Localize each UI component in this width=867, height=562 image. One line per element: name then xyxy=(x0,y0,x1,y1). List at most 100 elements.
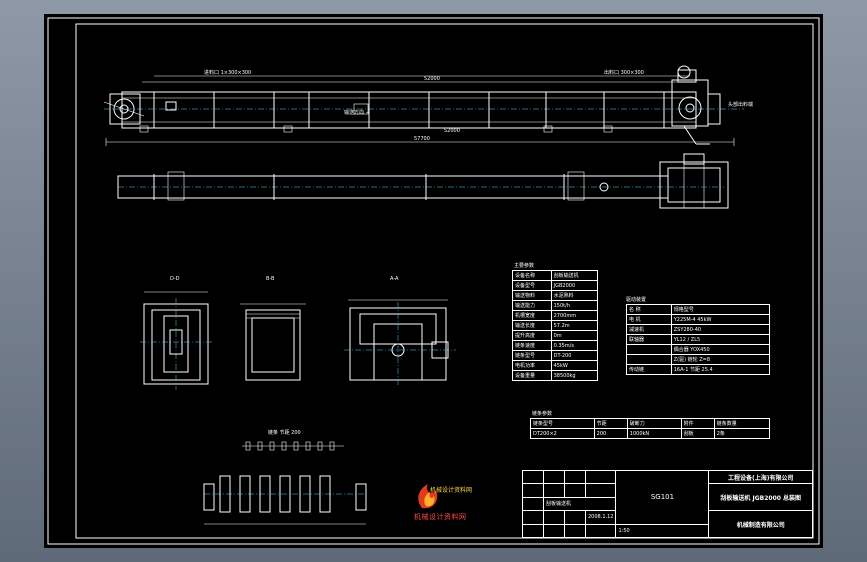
params-table-cell: 2700mm xyxy=(550,310,599,321)
chain-table-cell: 链条数量 xyxy=(713,418,771,429)
params-table-row: 输送物料水泥熟料 xyxy=(512,290,599,301)
params-table-cell: 0m xyxy=(550,330,599,341)
chain-table-cell: 附件 xyxy=(680,418,715,429)
section-a: A-A xyxy=(344,276,456,386)
params-table-cell: 设备重量 xyxy=(512,370,552,381)
project-name: 刮板输送机 JGB2000 总装图 xyxy=(708,483,813,512)
drive-table-cell: ZSY280-40 xyxy=(670,324,771,335)
company-logo: 机械设计资料网 机械设计资料网 xyxy=(414,484,472,521)
params-table-cell: DT-200 xyxy=(550,350,599,361)
params-table-cell: 水泥熟料 xyxy=(550,290,599,301)
section-b-title: B-B xyxy=(266,276,275,282)
section-a-title: A-A xyxy=(390,276,399,282)
dim-mid: 52000 xyxy=(444,128,460,134)
drive-table-cell: 传动链 xyxy=(626,364,672,375)
chain-table-cell: DT200×2 xyxy=(530,428,595,439)
section-d-title: D-D xyxy=(170,276,180,282)
params-table-cell: 设备名称 xyxy=(512,270,552,281)
params-table-cell: 0.35m/s xyxy=(550,340,599,351)
drive-table-cell: YL12 / ZL5 xyxy=(670,334,771,345)
title-scale: 1:50 xyxy=(615,523,710,539)
params-table-cell: 设备型号 xyxy=(512,280,552,291)
chain-table-cell: 1000kN xyxy=(626,428,682,439)
title-date: 2008.1.12 xyxy=(584,510,617,525)
section-b: B-B xyxy=(240,276,306,381)
plan-view xyxy=(117,153,729,209)
logo-bottom-text: 机械设计资料网 xyxy=(414,512,467,521)
params-table-cell: 57.2m xyxy=(550,320,599,331)
params-table-title: 主要参数 xyxy=(514,263,535,269)
manufacturer-name: 机械制造有限公司 xyxy=(708,510,813,538)
chain-table-title: 链条参数 xyxy=(532,411,553,417)
logo-top-text: 机械设计资料网 xyxy=(430,486,472,494)
drive-table-cell: Y225M-4 45kW xyxy=(670,314,771,325)
drive-table-cell: Z(驱) 链轮 Z=8 xyxy=(670,354,771,365)
drawing-sheet: 进料口 1×300×300 出料口 300×300 52000 57700 52… xyxy=(44,14,823,548)
chain-table-cell: 2条 xyxy=(713,428,771,439)
params-table-cell: 输送能力 xyxy=(512,300,552,311)
params-table-cell: 输送长度 xyxy=(512,320,552,331)
chain-table-cell: 节距 xyxy=(593,418,628,429)
drive-table-cell: 16A-1 节距 25.4 xyxy=(670,364,771,375)
params-table-cell: 提升高度 xyxy=(512,330,552,341)
dim-top: 52000 xyxy=(424,76,440,82)
drive-table-cell: 电 机 xyxy=(626,314,672,325)
chain-table-cell: 200 xyxy=(593,428,628,439)
drive-table-row: Z(驱) 链轮 Z=8 xyxy=(626,354,771,365)
drive-table-cell xyxy=(626,344,672,355)
chain-detail: 链条 节距 200 xyxy=(203,429,367,525)
chain-table-cell: 刮板 xyxy=(680,428,715,439)
title-row-3: 刮板输送机 xyxy=(542,496,617,512)
params-table-cell: 45kW xyxy=(550,360,599,371)
label-head-note: 头部出料端 xyxy=(728,101,753,108)
cad-drawing: 进料口 1×300×300 出料口 300×300 52000 57700 52… xyxy=(47,17,820,545)
drive-table-cell xyxy=(626,354,672,365)
drive-table-cell: 联轴器 xyxy=(626,334,672,345)
chain-label: 链条 节距 200 xyxy=(268,429,301,436)
params-table-cell: 链条速度 xyxy=(512,340,552,351)
params-table-cell: 机槽宽度 xyxy=(512,310,552,321)
drive-table-row: 偶合器 YOX450 xyxy=(626,344,771,355)
title-block: SG101 工程设备(上海)有限公司 刮板输送机 JGB2000 总装图 刮板输… xyxy=(522,469,813,539)
drawing-number: SG101 xyxy=(615,470,710,525)
label-inlet: 进料口 1×300×300 xyxy=(204,69,251,76)
params-table-cell: JGB2000 xyxy=(550,280,599,291)
params-table-cell: 38500kg xyxy=(550,370,599,381)
outer-frame xyxy=(47,17,820,545)
drive-table-cell: 名 称 xyxy=(626,304,672,315)
drive-table-row: 名 称规格型号 xyxy=(626,304,771,315)
drive-table-cell: 偶合器 YOX450 xyxy=(670,344,771,355)
params-table-cell: 链条型号 xyxy=(512,350,552,361)
elevation-view: 进料口 1×300×300 出料口 300×300 52000 57700 52… xyxy=(103,65,753,146)
chain-table-row: 链条型号节距破断力附件链条数量 xyxy=(530,418,771,429)
chain-table-cell: 破断力 xyxy=(626,418,682,429)
dim-total: 57700 xyxy=(414,136,430,142)
label-direction: 输送方向 → xyxy=(344,109,370,116)
company-name: 工程设备(上海)有限公司 xyxy=(708,469,813,485)
inner-frame xyxy=(75,23,814,539)
drive-table-cell: 规格型号 xyxy=(670,304,771,315)
params-table-row: 设备名称刮板输送机 xyxy=(512,270,599,281)
params-table-cell: 刮板输送机 xyxy=(550,270,599,281)
params-table-cell: 150t/h xyxy=(550,300,599,311)
drive-table-title: 驱动装置 xyxy=(626,297,647,303)
label-outlet: 出料口 300×300 xyxy=(604,69,644,76)
params-table-cell: 电机功率 xyxy=(512,360,552,371)
section-d: D-D xyxy=(140,276,212,390)
